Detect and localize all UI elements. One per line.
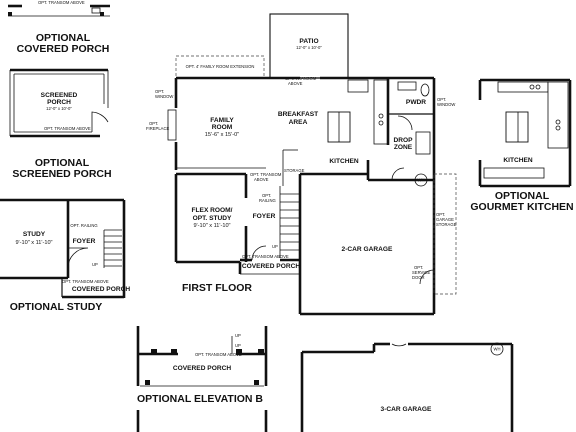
opt-fireplace-note-1: OPT. [149,121,158,126]
family-room-extension-note: OPT. 4' FAMILY ROOM EXTENSION [186,64,255,69]
opt-fireplace-note-2: FIREPLACE [146,126,169,131]
family-room-label-line1: FAMILY [210,117,234,124]
opt-garage-storage-note-1: OPT. [436,212,445,217]
opt-service-door-note-1: OPT. [414,265,423,270]
study-transom-note: OPT. TRANSOM ABOVE [62,279,109,284]
family-room-dimensions: 15'-6" x 15'-0" [205,132,239,138]
elevation-b-covered-porch-label: COVERED PORCH [173,365,231,372]
drop-zone-label-line2: ZONE [394,144,413,151]
front-covered-porch-label: COVERED PORCH [242,263,300,270]
three-car-garage-panel: WH 3-CAR GARAGE [300,342,514,432]
opt-garage-storage-outline [433,173,457,295]
optional-screened-porch-panel: SCREENED PORCH 12'-0" x 10'-0" OPT. TRAN… [9,68,112,180]
three-car-garage-wh-label: WH [494,347,501,352]
study-label: STUDY [23,231,46,238]
family-room-label-line2: ROOM [212,124,233,131]
kitchen-counter-top [347,79,369,93]
first-floor-plan: PATIO 12'-0" x 10'-0" OPT. 4' FAMILY ROO… [146,13,457,316]
flex-room-dimensions: 9'-10" x 11'-10" [193,223,230,229]
optional-covered-porch-title-line2: COVERED PORCH [17,43,110,55]
opt-window-note-left-1: OPT. [155,89,164,94]
patio-dimensions: 12'-0" x 10'-0" [296,45,322,50]
study-railing-note: OPT. RAILING [70,223,97,228]
drop-zone-label-line1: DROP [393,137,413,144]
first-floor-title: FIRST FLOOR [182,282,252,294]
flex-room-label-line2: OPT. STUDY [193,215,232,222]
opt-service-door-note-3: DOOR [412,275,425,280]
breakfast-area-label-line1: BREAKFAST [278,111,318,118]
main-staircase [279,149,301,258]
optional-screened-porch-title-line2: SCREENED PORCH [12,168,111,180]
optional-screened-porch-title-line1: OPTIONAL [35,157,90,169]
screened-porch-dimensions: 12'-0" x 10'-0" [46,106,72,111]
flex-transom-note-2: ABOVE [254,177,269,182]
breakfast-area-label-line2: AREA [289,119,308,126]
foyer-label: FOYER [253,213,276,220]
porch-transom-note: OPT. TRANSOM ABOVE [242,254,289,259]
storage-label: STORAGE [284,168,305,173]
optional-gourmet-kitchen-title-line2: GOURMET KITCHEN [470,201,573,213]
optional-gourmet-kitchen-panel: KITCHEN OPTIONAL GOURMET KITCHEN [470,78,574,213]
patio-label: PATIO [299,38,318,45]
study-up-note: UP [92,262,98,267]
drop-zone-bench [415,131,431,155]
opt-window-note-right-2: WINDOW [437,102,455,107]
optional-covered-porch-panel: OPT. TRANSOM ABOVE OPTIONAL COVERED PORC… [8,0,110,55]
flex-room-label-line1: FLEX ROOM/ [191,207,232,214]
covered-porch-transom-note: OPT. TRANSOM ABOVE [38,0,85,5]
elevation-b-up-note-2: UP [235,343,241,348]
optional-elevation-b-panel: UP UP OPT. TRANSOM ABOVE COVERED PORCH O… [136,326,268,432]
optional-covered-porch-title-line1: OPTIONAL [36,32,91,44]
optional-elevation-b-title: OPTIONAL ELEVATION B [137,393,263,405]
opt-window-note-left-2: WINDOW [155,94,173,99]
flex-transom-note: OPT. TRANSOM [250,172,282,177]
screened-porch-label-line2: PORCH [47,99,71,106]
powder-room-label: PWDR [406,99,426,106]
study-dimensions: 9'-10" x 11'-10" [15,240,52,246]
opt-window-note-right-1: OPT. [437,97,446,102]
stairs-up-note: UP [272,244,278,249]
opt-railing-note-2: RAILING [259,198,276,203]
optional-study-title: OPTIONAL STUDY [10,301,103,313]
screened-porch-transom-note: OPT. TRANSOM ABOVE [44,126,91,131]
opt-railing-note-1: OPT. [262,193,271,198]
elevation-b-transom-note: OPT. TRANSOM ABOVE [195,352,242,357]
optional-study-panel: STUDY 9'-10" x 11'-10" FOYER OPT. RAILIN… [0,198,130,313]
screened-porch-label-line1: SCREENED [41,92,78,99]
kitchen-label: KITCHEN [329,158,359,165]
three-car-garage-label: 3-CAR GARAGE [381,406,433,413]
study-covered-porch-label: COVERED PORCH [72,286,130,293]
transom-note-line1: OPT. TRANSOM [285,76,317,81]
transom-note-line2: ABOVE [288,81,303,86]
opt-garage-storage-note-3: STORAGE [436,222,457,227]
two-car-garage-label: 2-CAR GARAGE [342,246,394,253]
study-foyer-label: FOYER [73,238,96,245]
opt-service-door-note-2: SERVICE [412,270,431,275]
kitchen-counter-right [373,79,389,145]
optional-gourmet-kitchen-title-line1: OPTIONAL [495,190,550,202]
opt-garage-storage-note-2: GARAGE [436,217,454,222]
opt-fireplace [167,109,177,141]
elevation-b-up-note-1: UP [235,333,241,338]
gourmet-kitchen-room-label: KITCHEN [503,157,533,164]
powder-vanity [397,81,417,91]
